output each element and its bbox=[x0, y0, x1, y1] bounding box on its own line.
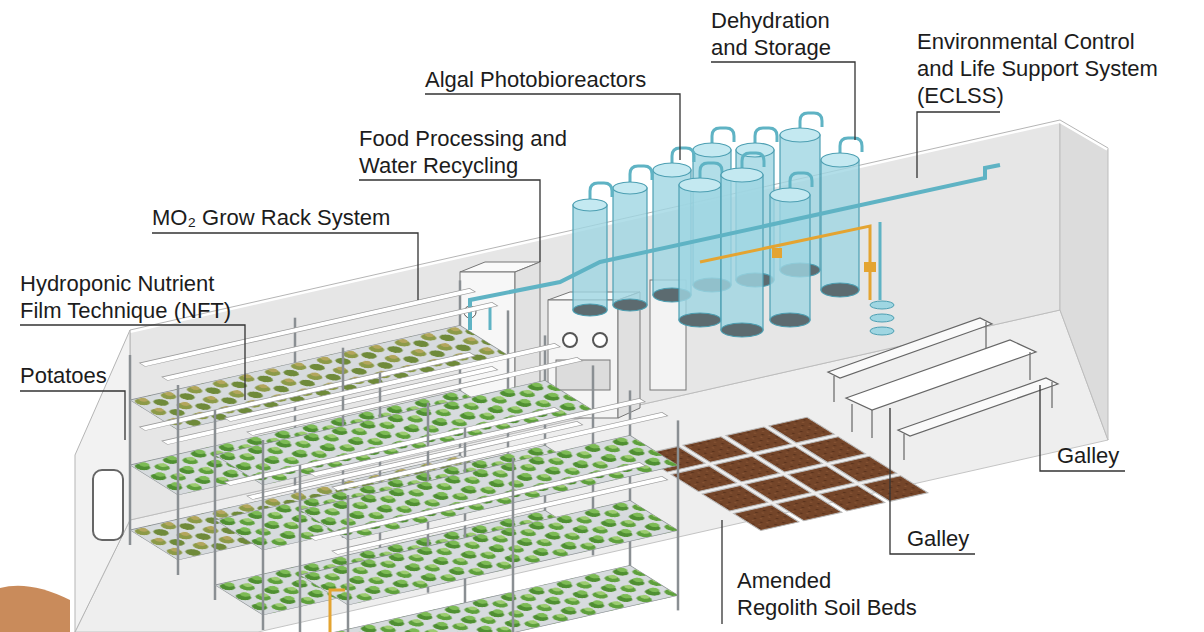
photobioreactor-tanks bbox=[653, 163, 691, 177]
photobioreactor-tanks bbox=[573, 199, 607, 211]
eclss-pipes bbox=[864, 262, 876, 272]
galley-table bbox=[871, 410, 872, 438]
photobioreactor-tanks bbox=[613, 188, 647, 305]
photobioreactor-tanks bbox=[679, 313, 721, 327]
eclss-pipes bbox=[470, 165, 1000, 335]
eclss-pipes bbox=[870, 327, 894, 335]
photobioreactor-tanks bbox=[721, 153, 764, 337]
callout-label: Hydroponic Nutrient Film Technique (NFT) bbox=[20, 270, 245, 324]
galley-table bbox=[985, 322, 986, 348]
eclss-pipes bbox=[700, 226, 870, 300]
photobioreactor-tanks bbox=[573, 183, 612, 316]
photobioreactor-tanks bbox=[821, 283, 859, 297]
eclss-pipes bbox=[772, 248, 782, 258]
galley-table bbox=[828, 318, 1058, 460]
soil-beds bbox=[863, 476, 928, 502]
photobioreactor-tanks bbox=[821, 160, 859, 290]
grow-rack bbox=[300, 390, 678, 632]
callout-label: Dehydration and Storage bbox=[711, 7, 851, 61]
leader-lines bbox=[20, 391, 125, 440]
galley-table bbox=[1051, 382, 1052, 408]
nutrient-pipe bbox=[330, 590, 345, 632]
photobioreactor-tanks bbox=[780, 128, 820, 142]
photobioreactor-tanks bbox=[736, 143, 774, 157]
airlock-window bbox=[93, 470, 123, 540]
food-processing-unit bbox=[593, 333, 607, 347]
habitat-shell bbox=[130, 120, 1108, 330]
galley-table bbox=[903, 434, 904, 460]
habitat-shell bbox=[130, 120, 1108, 330]
photobioreactor-tanks bbox=[721, 323, 763, 337]
galley-table bbox=[851, 404, 852, 432]
eclss-pipes bbox=[470, 165, 1000, 330]
photobioreactor-tanks bbox=[721, 168, 763, 182]
habitat-shell bbox=[1060, 120, 1108, 440]
callout-label: Galley bbox=[907, 525, 969, 552]
callout-label: Food Processing and Water Recycling bbox=[359, 125, 584, 179]
photobioreactor-tanks bbox=[573, 113, 862, 337]
leader-lines bbox=[20, 325, 245, 400]
galley-table bbox=[833, 376, 834, 402]
mars-terrain bbox=[0, 586, 70, 632]
photobioreactor-tanks bbox=[573, 304, 607, 316]
callout-label: Algal Photobioreactors bbox=[425, 66, 646, 93]
habitat-shell bbox=[75, 120, 1108, 632]
photobioreactor-tanks bbox=[770, 195, 810, 320]
callout-label: Potatoes bbox=[20, 362, 107, 389]
photobioreactor-tanks bbox=[573, 205, 607, 310]
photobioreactor-tanks bbox=[679, 178, 721, 192]
eclss-pipes bbox=[870, 314, 894, 322]
photobioreactor-tanks bbox=[613, 299, 647, 311]
food-processing-unit bbox=[515, 262, 540, 400]
leader-lines bbox=[890, 408, 975, 554]
photobioreactor-tanks bbox=[693, 143, 731, 157]
photobioreactor-tanks bbox=[821, 153, 859, 167]
leader-lines bbox=[917, 112, 1000, 178]
eclss-pipes bbox=[870, 301, 894, 309]
galley-table bbox=[898, 378, 1058, 436]
food-processing-unit bbox=[563, 333, 577, 347]
galley-table bbox=[1029, 352, 1030, 380]
soil-beds bbox=[769, 417, 834, 443]
leader-lines bbox=[1040, 385, 1125, 471]
leader-lines bbox=[20, 62, 1125, 624]
photobioreactor-tanks bbox=[770, 173, 812, 327]
leader-lines bbox=[711, 62, 855, 140]
soil-beds bbox=[640, 417, 928, 530]
leader-lines bbox=[721, 520, 722, 624]
photobioreactor-tanks bbox=[613, 182, 647, 194]
photobioreactor-tanks bbox=[679, 185, 721, 320]
soil-beds bbox=[800, 437, 865, 463]
callout-label: Amended Regolith Soil Beds bbox=[737, 567, 917, 621]
eclss-pipes bbox=[879, 222, 882, 300]
photobioreactor-tanks bbox=[770, 188, 810, 202]
photobioreactor-tanks bbox=[821, 138, 862, 297]
callout-label: MO₂ Grow Rack System bbox=[152, 204, 390, 231]
photobioreactor-tanks bbox=[613, 166, 652, 311]
callout-label: Environmental Control and Life Support S… bbox=[917, 28, 1167, 109]
eclss-pipes bbox=[489, 305, 492, 330]
soil-beds bbox=[831, 456, 896, 482]
callout-label: Galley bbox=[1057, 442, 1119, 469]
photobioreactor-tanks bbox=[770, 313, 810, 327]
